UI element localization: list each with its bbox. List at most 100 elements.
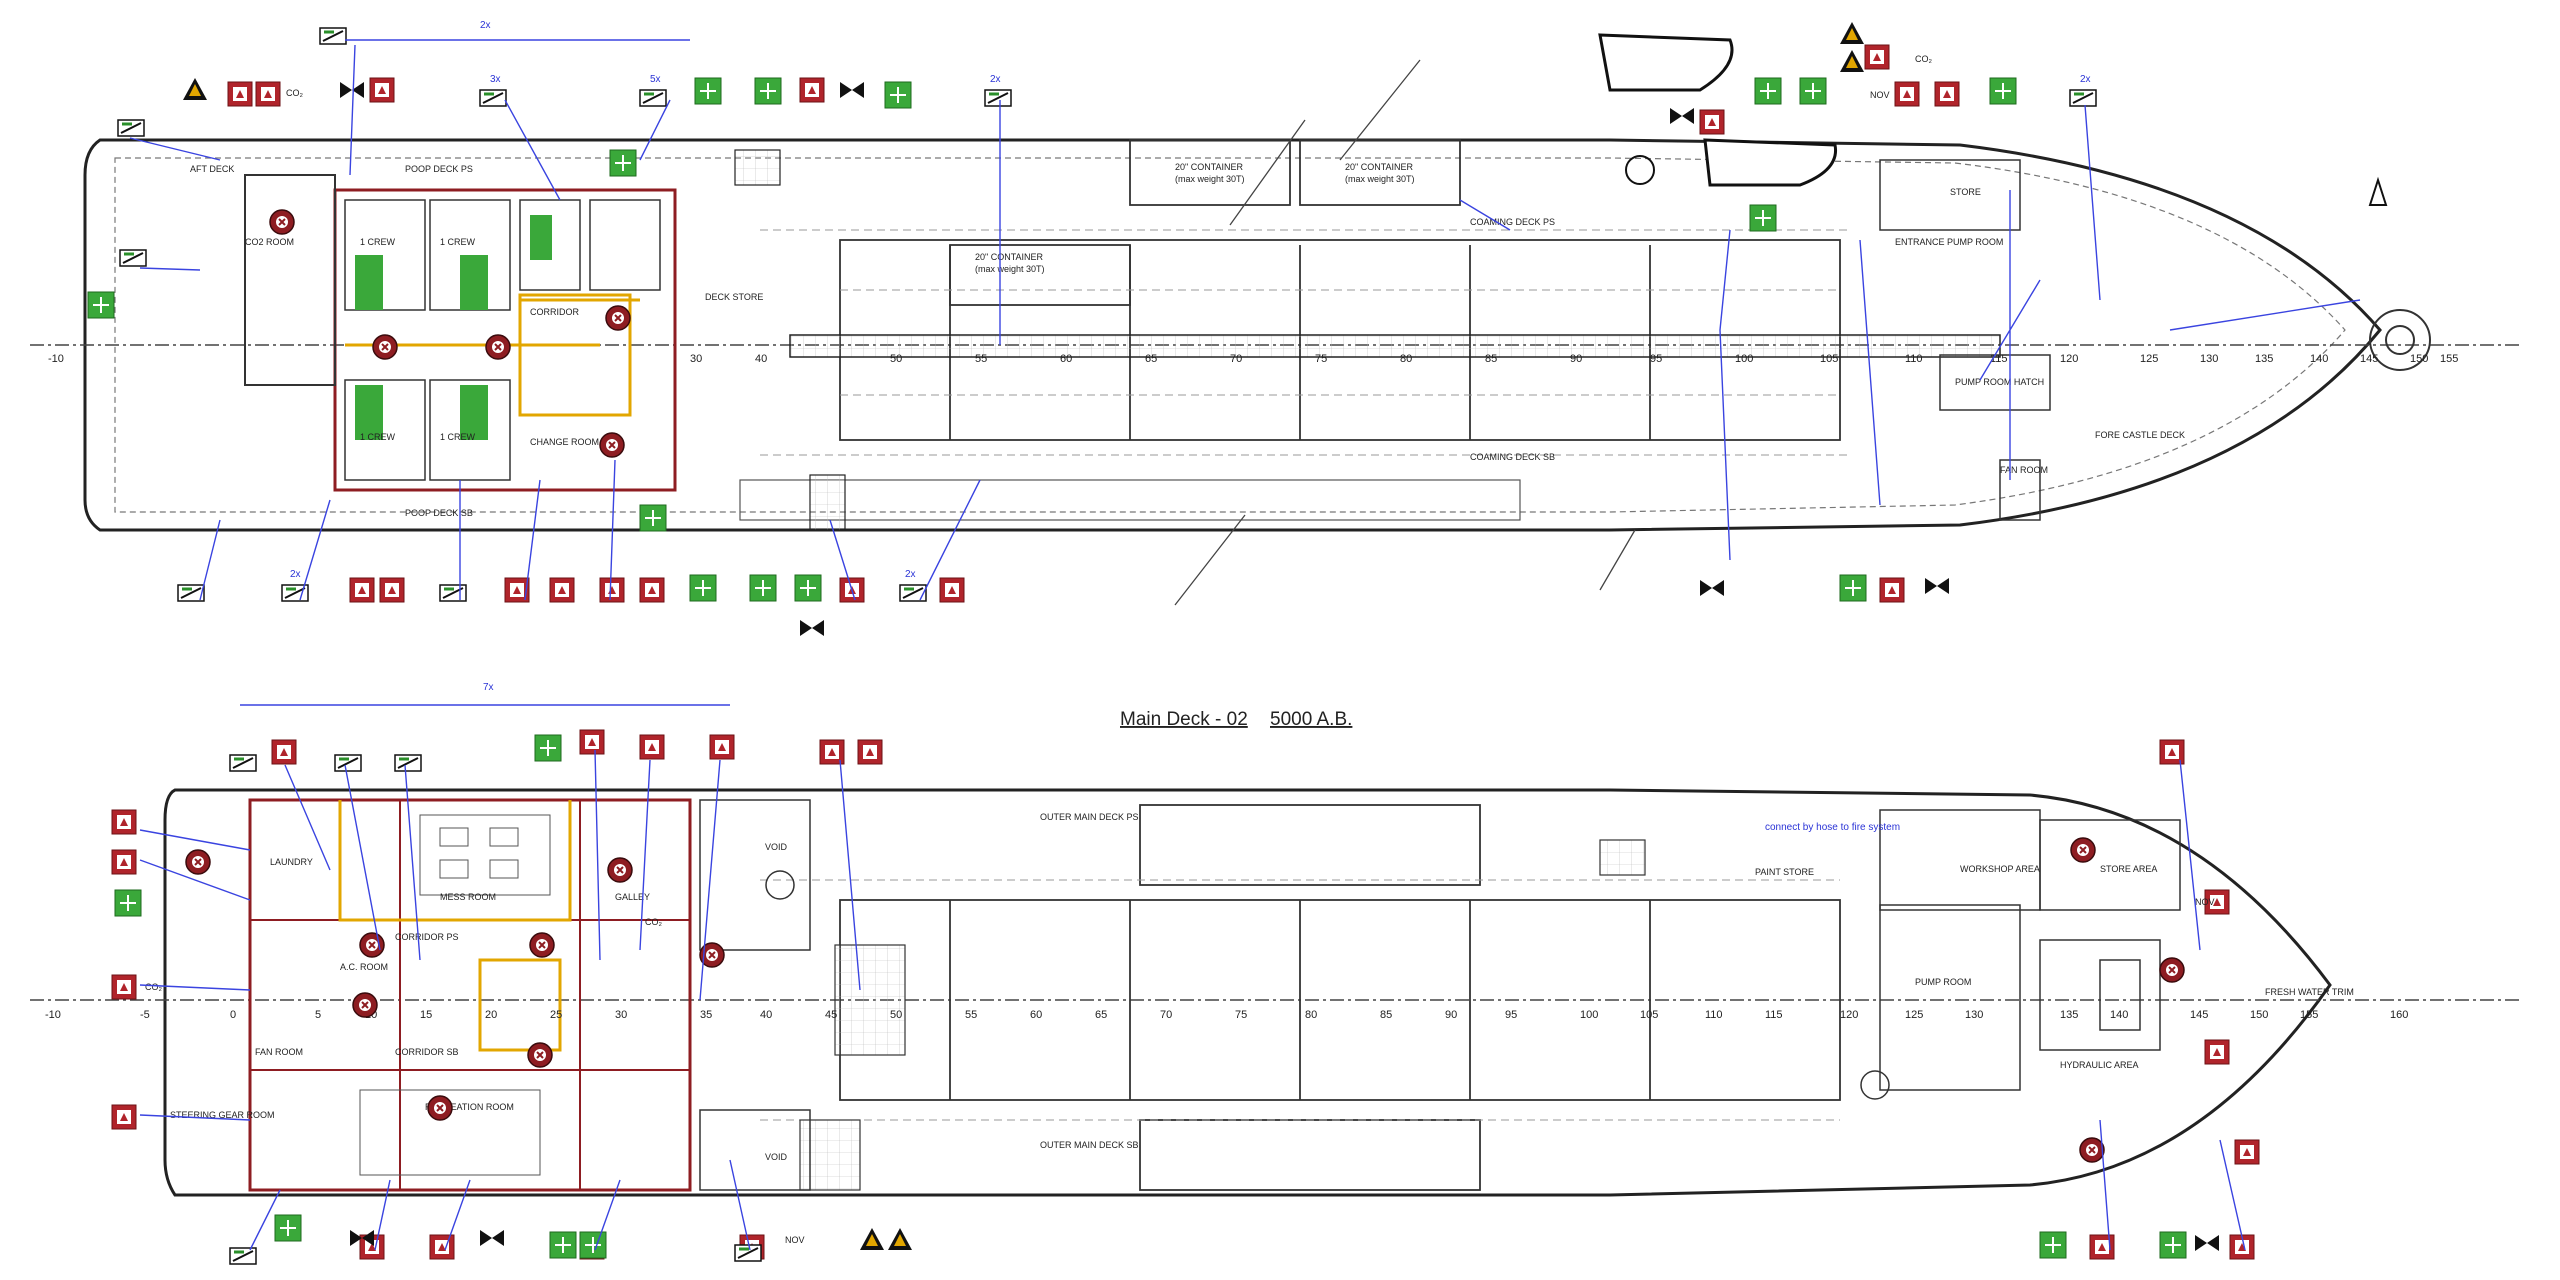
frame-number: 100	[1580, 1009, 1598, 1021]
room-label: FAN ROOM	[255, 1047, 303, 1057]
room-label: CORRIDOR SB	[395, 1047, 459, 1057]
first-aid-icon	[534, 734, 562, 762]
room-label: POOP DECK SB	[405, 508, 473, 518]
room-label: ENTRANCE PUMP ROOM	[1895, 237, 2003, 247]
frame-number: 90	[1445, 1009, 1457, 1021]
frame-number: 125	[1905, 1009, 1923, 1021]
frame-number: 105	[1820, 353, 1838, 365]
fire-equipment-icon	[111, 809, 137, 835]
fire-equipment-icon	[1894, 81, 1920, 107]
nov-label: NOV	[1870, 90, 1890, 100]
frame-number: 40	[760, 1009, 772, 1021]
nov-label: NOV	[785, 1235, 805, 1245]
frame-number: 40	[755, 353, 767, 365]
lower-deck-plan	[30, 788, 2520, 1197]
extinguisher-icon	[2079, 1137, 2105, 1163]
hose-icon	[333, 753, 363, 773]
frame-number: 95	[1505, 1009, 1517, 1021]
upper-leader-lines	[129, 39, 2361, 601]
first-aid-icon	[114, 889, 142, 917]
first-aid-icon	[1989, 77, 2017, 105]
quantity-label: 2x	[905, 569, 916, 580]
room-label: 20" CONTAINER	[1175, 162, 1244, 172]
room-label: OUTER MAIN DECK SB	[1040, 1140, 1139, 1150]
warning-icon	[860, 1228, 884, 1250]
frame-number: 115	[1765, 1009, 1783, 1021]
extinguisher-icon	[2159, 957, 2185, 983]
frame-number: 135	[2060, 1009, 2078, 1021]
frame-number: -10	[45, 1009, 61, 1021]
room-sub: (max weight 30T)	[1175, 174, 1245, 184]
valve-icon	[2195, 1235, 2219, 1251]
upper-deck-plan	[30, 33, 2520, 606]
frame-number: 110	[1705, 1009, 1723, 1021]
extinguisher-icon	[527, 1042, 553, 1068]
first-aid-icon	[754, 77, 782, 105]
frame-number: 20	[485, 1009, 497, 1021]
room-label: 1 CREW	[360, 237, 396, 247]
co2-label: CO₂	[645, 917, 663, 927]
fire-equipment-icon	[271, 739, 297, 765]
quantity-label: 2x	[990, 74, 1001, 85]
room-label: FAN ROOM	[2000, 465, 2048, 475]
frame-number: 5	[315, 1009, 321, 1021]
extinguisher-icon	[372, 334, 398, 360]
first-aid-icon	[1839, 574, 1867, 602]
room-label: DECK STORE	[705, 292, 763, 302]
room-label: STEERING GEAR ROOM	[170, 1110, 275, 1120]
fire-equipment-icon	[379, 577, 405, 603]
frame-number: 25	[550, 1009, 562, 1021]
fire-equipment-icon	[111, 1104, 137, 1130]
frame-number: 85	[1380, 1009, 1392, 1021]
quantity-label: 2x	[480, 20, 491, 31]
hose-icon	[118, 248, 148, 268]
frame-number: 75	[1235, 1009, 1247, 1021]
frame-number: 95	[1650, 353, 1662, 365]
frame-number: 80	[1305, 1009, 1317, 1021]
extinguisher-icon	[427, 1095, 453, 1121]
first-aid-icon	[87, 291, 115, 319]
room-sub: (max weight 30T)	[1345, 174, 1415, 184]
first-aid-icon	[694, 77, 722, 105]
fire-equipment-icon	[639, 734, 665, 760]
room-label: PUMP ROOM HATCH	[1955, 377, 2044, 387]
fire-equipment-icon	[1879, 577, 1905, 603]
deck-title: Main Deck - 02	[1120, 709, 1248, 730]
quantity-label: 3x	[490, 74, 501, 85]
frame-number: 135	[2255, 353, 2273, 365]
frame-number: 120	[1840, 1009, 1858, 1021]
room-label: COAMING DECK PS	[1470, 217, 1555, 227]
co2-label: CO₂	[1915, 54, 1933, 64]
hose-icon	[318, 26, 348, 46]
frame-number: 120	[2060, 353, 2078, 365]
first-aid-icon	[2039, 1231, 2067, 1259]
frame-number: 160	[2390, 1009, 2408, 1021]
fire-equipment-icon	[111, 849, 137, 875]
valve-icon	[840, 82, 864, 98]
first-aid-icon	[609, 149, 637, 177]
extinguisher-icon	[352, 992, 378, 1018]
frame-number: 60	[1030, 1009, 1042, 1021]
fire-equipment-icon	[369, 77, 395, 103]
valve-icon	[480, 1230, 504, 1246]
frame-number: 55	[965, 1009, 977, 1021]
frame-number: 70	[1160, 1009, 1172, 1021]
hose-note: connect by hose to fire system	[1765, 822, 1900, 833]
lower-leader-lines	[139, 704, 2246, 1251]
room-label: A.C. ROOM	[340, 962, 388, 972]
quantity-label: 5x	[650, 74, 661, 85]
room-label: COAMING DECK SB	[1470, 452, 1555, 462]
room-label: FRESH WATER TRIM	[2265, 987, 2354, 997]
frame-number: 140	[2110, 1009, 2128, 1021]
frame-number: 30	[690, 353, 702, 365]
room-label: 20" CONTAINER	[975, 252, 1044, 262]
room-label: 20" CONTAINER	[1345, 162, 1414, 172]
valve-icon	[1925, 578, 1949, 594]
fire-equipment-icon	[939, 577, 965, 603]
room-sub: (max weight 30T)	[975, 264, 1045, 274]
frame-number: 130	[2200, 353, 2218, 365]
first-aid-icon	[794, 574, 822, 602]
fire-equipment-icon	[429, 1234, 455, 1260]
frame-number: 75	[1315, 353, 1327, 365]
hose-icon	[478, 88, 508, 108]
